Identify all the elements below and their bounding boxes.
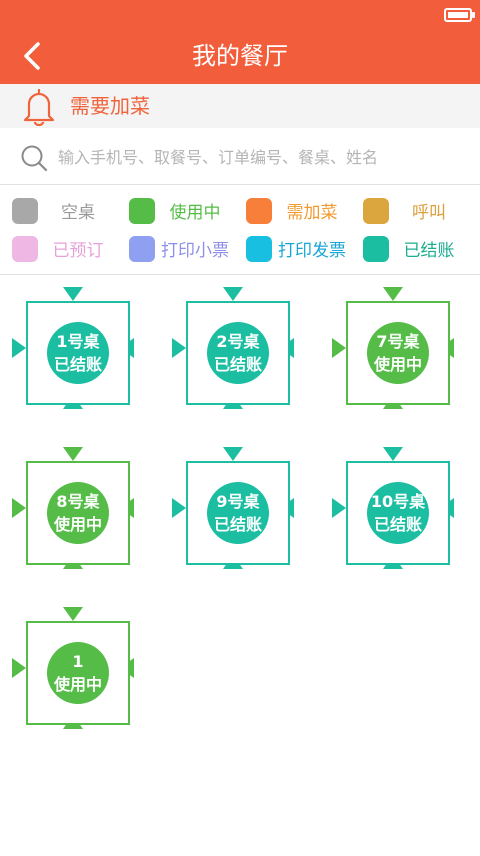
seat-arrow-icon [12,498,26,518]
table-card[interactable]: 10号桌已结账 [330,445,456,571]
legend-item: 空桌 [0,190,120,230]
legend-item: 使用中 [117,190,237,230]
bell-icon [23,88,55,126]
notice-text: 需要加菜 [70,94,150,118]
legend-swatch [246,198,272,224]
chevron-left-icon [24,42,40,70]
table-name: 2号桌 [216,332,260,351]
legend-item: 打印发票 [234,228,354,268]
legend-item: 已预订 [0,228,120,268]
legend-label: 需加菜 [286,203,338,223]
nav-bar: 我的餐厅 [0,28,480,84]
search-icon [21,145,48,172]
legend-swatch [246,236,272,262]
legend-label: 打印小票 [161,241,229,261]
back-button[interactable] [18,40,50,72]
legend-item: 已结账 [351,228,471,268]
table-status-circle: 9号桌已结账 [207,482,269,544]
table-status: 已结账 [213,355,262,374]
legend-label: 空桌 [61,203,95,223]
battery-icon [444,8,475,22]
table-card[interactable]: 8号桌使用中 [10,445,136,571]
table-status-circle: 8号桌使用中 [47,482,109,544]
seat-arrow-icon [332,338,346,358]
table-card[interactable]: 1号桌已结账 [10,285,136,411]
legend-item: 打印小票 [117,228,237,268]
status-bar [0,0,480,28]
table-status: 已结账 [373,515,422,534]
table-frame [26,461,130,565]
seat-arrow-icon [332,498,346,518]
table-name: 1 [72,652,84,671]
legend-label: 打印发票 [278,241,346,261]
table-card[interactable]: 2号桌已结账 [170,285,296,411]
legend-label: 已结账 [403,241,455,261]
seat-arrow-icon [63,287,83,301]
table-name: 10号桌 [370,492,426,511]
table-status: 已结账 [53,355,102,374]
status-legend: 空桌 使用中 需加菜 呼叫已预订 打印小票 打印发票 已结账 [0,184,480,275]
add-dish-notice[interactable]: 需要加菜 [0,84,480,128]
page-title: 我的餐厅 [192,42,288,70]
seat-arrow-icon [383,447,403,461]
table-card[interactable]: 9号桌已结账 [170,445,296,571]
search-bar [0,128,480,185]
seat-arrow-icon [172,338,186,358]
table-name: 9号桌 [216,492,260,511]
seat-arrow-icon [12,658,26,678]
table-status-circle: 10号桌已结账 [367,482,429,544]
legend-label: 使用中 [169,203,221,223]
table-status-circle: 2号桌已结账 [207,322,269,384]
legend-swatch [129,198,155,224]
table-status: 使用中 [53,515,102,534]
legend-label: 已预订 [52,241,104,261]
legend-item: 需加菜 [234,190,354,230]
table-status: 使用中 [373,355,422,374]
table-name: 8号桌 [56,492,100,511]
table-card[interactable]: 1 使用中 [10,605,136,731]
table-name: 7号桌 [376,332,420,351]
seat-arrow-icon [172,498,186,518]
table-frame [346,461,450,565]
seat-arrow-icon [223,287,243,301]
table-card[interactable]: 7号桌使用中 [330,285,456,411]
table-status-circle: 7号桌使用中 [367,322,429,384]
table-status-circle: 1 使用中 [47,642,109,704]
legend-item: 呼叫 [351,190,471,230]
table-status: 已结账 [213,515,262,534]
legend-swatch [12,236,38,262]
seat-arrow-icon [63,607,83,621]
table-status-circle: 1号桌已结账 [47,322,109,384]
legend-swatch [363,198,389,224]
table-status: 使用中 [53,675,102,694]
table-name: 1号桌 [56,332,100,351]
seat-arrow-icon [12,338,26,358]
seat-arrow-icon [63,447,83,461]
seat-arrow-icon [383,287,403,301]
legend-swatch [129,236,155,262]
legend-swatch [363,236,389,262]
legend-label: 呼叫 [412,203,446,223]
search-input[interactable] [56,138,460,176]
seat-arrow-icon [223,447,243,461]
legend-swatch [12,198,38,224]
